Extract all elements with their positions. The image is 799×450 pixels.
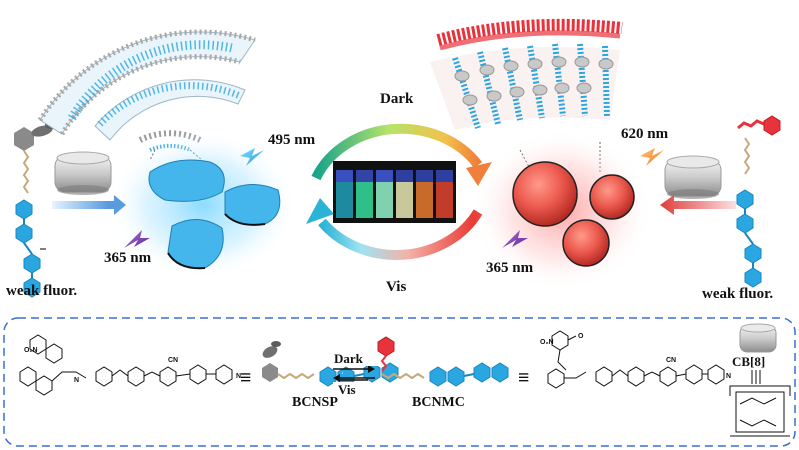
- bcnmc-structure: [547, 330, 725, 389]
- left-nanosheets: [148, 159, 281, 270]
- bcnsp-nitro-label: O₂N: [24, 347, 38, 354]
- bcnmc-cn-label: CN: [666, 357, 676, 364]
- cb8-legend: [739, 323, 777, 353]
- right-assembly-arrow: [660, 195, 736, 215]
- bcnmc-label: BCNMC: [412, 395, 465, 410]
- right-cb8-barrel: [664, 155, 722, 199]
- cycle-arrowhead-left: [306, 198, 334, 224]
- left-monomer: [14, 121, 59, 298]
- right-weak-fluor-label: weak fluor.: [702, 286, 773, 302]
- left-weak-fluor-label: weak fluor.: [6, 283, 77, 299]
- bcnmc-o-label: O: [578, 333, 584, 340]
- right-emission-bolt-icon: [640, 148, 664, 166]
- bcnsp-label: BCNSP: [292, 395, 338, 410]
- right-excitation-bolt-icon: [502, 230, 528, 248]
- bcnsp-pyridine-n-label: N: [236, 373, 241, 380]
- cb8-label: CB[8]: [732, 354, 765, 369]
- equiv-symbol-left: ≡: [240, 367, 251, 389]
- bcnsp-n-label: N: [74, 377, 79, 384]
- left-sp-lobe: [31, 125, 53, 137]
- bcnmc-pyridine-n-label: N: [726, 373, 731, 380]
- left-cb8-barrel: [54, 151, 112, 195]
- right-monomer: [736, 115, 781, 288]
- vis-label-bg: [333, 382, 371, 396]
- right-micelles: [512, 161, 635, 267]
- switch-vis-label: Vis: [338, 382, 356, 397]
- right-excitation-label: 365 nm: [486, 260, 534, 276]
- left-emission-label: 495 nm: [268, 132, 316, 148]
- bcnmc-cartoon: [377, 336, 509, 387]
- photo-switch-arrows: [333, 365, 375, 382]
- dark-label-bg: [328, 352, 378, 366]
- right-emission-label: 620 nm: [621, 126, 669, 142]
- left-excitation-bolt-icon: [124, 230, 150, 248]
- cycle-vis-label: Vis: [386, 279, 406, 295]
- cycle-dark-label: Dark: [380, 91, 414, 107]
- left-sp-hexagon: [14, 127, 34, 151]
- cb8-structure: [729, 370, 791, 437]
- vials-photo: [333, 161, 456, 223]
- bcnsp-structure: [19, 334, 233, 396]
- left-blue-glow: [108, 130, 298, 280]
- equiv-symbol-right: ≡: [518, 367, 529, 389]
- left-emission-bolt-icon: [240, 148, 264, 166]
- left-excitation-label: 365 nm: [104, 250, 152, 266]
- left-alkyl-chain: [22, 150, 30, 194]
- bcnmc-nitro-label: O₂N: [540, 339, 554, 346]
- right-cylinder-stack: [430, 18, 623, 179]
- bcnsp-cn-label: CN: [168, 357, 178, 364]
- legend-dashed-box: [3, 317, 796, 447]
- left-assembly-arrow: [52, 195, 126, 215]
- switch-dark-label: Dark: [334, 351, 364, 366]
